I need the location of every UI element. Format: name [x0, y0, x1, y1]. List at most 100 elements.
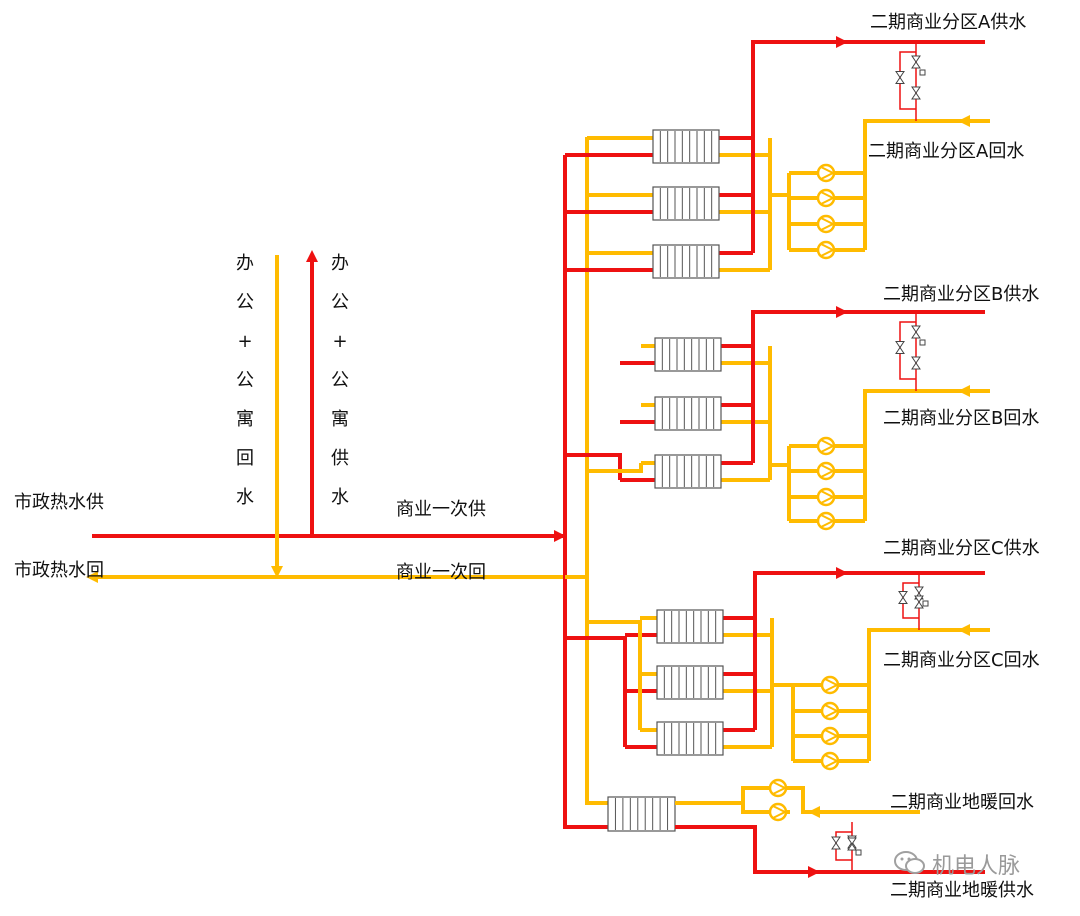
arrow-right-icon [808, 866, 820, 878]
valve-icon [895, 71, 905, 84]
pump-vane [824, 729, 838, 737]
plate-heat-exchanger-icon [654, 396, 722, 431]
arrow-right-icon [836, 567, 848, 579]
arrow-right-icon [554, 530, 566, 542]
pump-vane [824, 735, 838, 743]
floor-return-in [790, 786, 920, 814]
plate-heat-exchanger-icon [654, 454, 722, 489]
label-commercial-primary-return: 商业一次回 [396, 562, 486, 583]
floor-supply-out [675, 825, 985, 874]
plate-heat-exchanger-icon [652, 129, 720, 164]
arrow-right-icon [836, 36, 848, 48]
pump-vane [820, 197, 834, 205]
label-floor-heating-supply: 二期商业地暖供水 [890, 880, 1034, 901]
label-zone-b-return: 二期商业分区B回水 [883, 408, 1040, 429]
circulation-pump-icon [816, 214, 836, 234]
label-municipal-return: 市政热水回 [14, 560, 104, 581]
arrow-down-icon [271, 566, 283, 578]
label-office-apartment-return: 办 公 + 公 寓 回 水 [236, 253, 254, 508]
pump-vane [820, 470, 834, 478]
circulation-pump-icon [816, 240, 836, 260]
pump-vane [772, 787, 786, 795]
circulation-pump-icon [816, 511, 836, 531]
pump-vane [824, 684, 838, 692]
pump-vane [820, 166, 834, 174]
valve-icon [831, 836, 841, 850]
pump-vane [820, 243, 834, 251]
plate-heat-exchanger-icon [607, 796, 676, 832]
valve-icon [895, 341, 905, 354]
arrow-left-icon [958, 115, 970, 127]
zone-return-in [863, 389, 990, 446]
pump-vane [820, 223, 834, 231]
label-zone-b-supply: 二期商业分区B供水 [883, 284, 1040, 305]
valve-icon [911, 325, 921, 339]
valve-icon [911, 356, 921, 370]
circulation-pump-icon [768, 778, 788, 798]
valve-icon [911, 86, 921, 100]
label-municipal-supply: 市政热水供 [14, 492, 104, 513]
plate-heat-exchanger-icon [652, 244, 720, 279]
circulation-pump-icon [768, 802, 788, 822]
pump-vane [824, 760, 838, 768]
pump-vane [820, 445, 834, 453]
label-zone-c-return: 二期商业分区C回水 [883, 650, 1040, 671]
zone-supply-header [565, 636, 627, 747]
label-zone-a-return: 二期商业分区A回水 [868, 141, 1025, 162]
zone-supply-out [751, 310, 985, 463]
label-office-apartment-supply: 办 公 + 公 寓 供 水 [331, 253, 349, 508]
plate-heat-exchanger-icon [656, 609, 724, 644]
valve-actuator-icon [922, 600, 929, 607]
valve-icon [898, 591, 908, 604]
pump-vane [820, 439, 834, 447]
pump-vane [820, 490, 834, 498]
circulation-pump-icon [820, 701, 840, 721]
arrow-left-icon [958, 624, 970, 636]
circulation-pump-icon [816, 487, 836, 507]
pump-vane [820, 191, 834, 199]
valve-icon [847, 837, 857, 851]
zone-return-in [867, 628, 990, 685]
circulation-pump-icon [820, 726, 840, 746]
arrow-up-icon [306, 250, 318, 262]
pump-vane [820, 496, 834, 504]
circulation-pump-icon [816, 188, 836, 208]
zone-supply-out [751, 40, 985, 253]
valve-actuator-icon [919, 339, 926, 346]
valve-icon [911, 55, 921, 69]
circulation-pump-icon [816, 461, 836, 481]
plate-heat-exchanger-icon [656, 721, 724, 756]
commercial-supply-riser [563, 155, 608, 829]
pump-vane [820, 217, 834, 225]
pump-vane [820, 172, 834, 180]
zone-supply-header [565, 453, 622, 480]
label-zone-a-supply: 二期商业分区A供水 [870, 12, 1027, 33]
plate-heat-exchanger-icon [654, 337, 722, 372]
pump-vane [820, 520, 834, 528]
plate-heat-exchanger-icon [652, 186, 720, 221]
pump-vane [820, 249, 834, 257]
zone-supply-out [753, 571, 985, 730]
label-zone-c-supply: 二期商业分区C供水 [883, 538, 1040, 559]
wechat-icon [894, 851, 925, 874]
pump-vane [772, 781, 786, 789]
pump-vane [772, 805, 786, 813]
circulation-pump-icon [820, 751, 840, 771]
valve-icon [914, 595, 924, 609]
pump-vane [820, 464, 834, 472]
zone-return-in [863, 119, 990, 173]
label-floor-heating-return: 二期商业地暖回水 [890, 792, 1034, 813]
pump-vane [772, 811, 786, 819]
arrow-left-icon [808, 806, 820, 818]
arrow-left-icon [958, 385, 970, 397]
plate-heat-exchanger-icon [656, 665, 724, 700]
valve-actuator-icon [919, 69, 926, 76]
floor-secondary-return [675, 786, 790, 805]
circulation-pump-icon [816, 163, 836, 183]
pump-vane [824, 754, 838, 762]
arrow-right-icon [836, 306, 848, 318]
commercial-return-riser [585, 137, 608, 805]
pump-vane [824, 710, 838, 718]
circulation-pump-icon [816, 436, 836, 456]
